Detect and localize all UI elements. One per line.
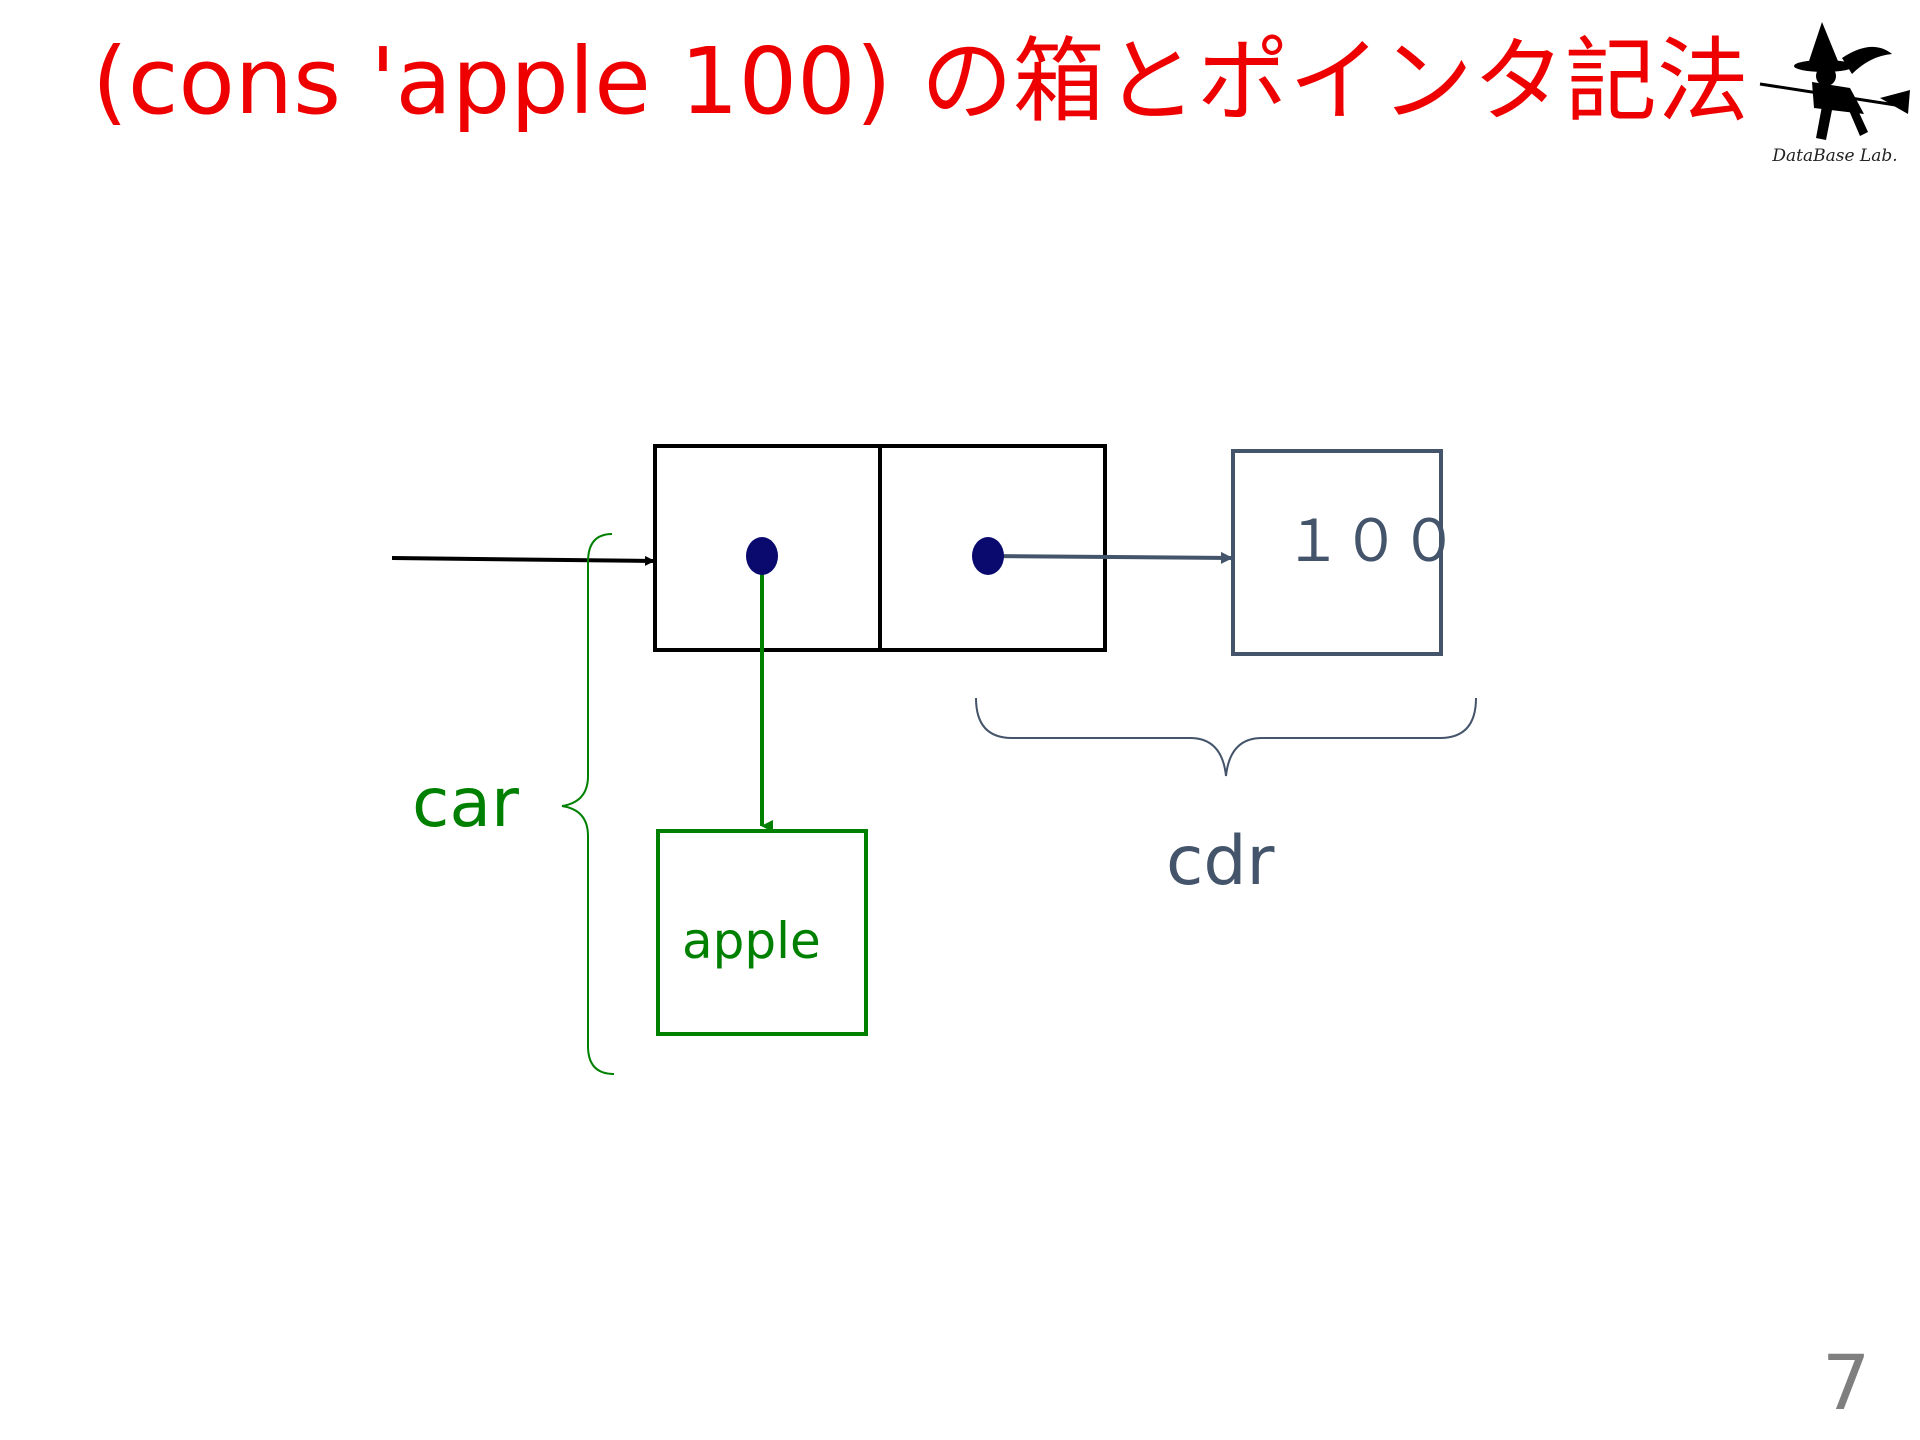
cons-cell: [653, 444, 1107, 652]
entry-pointer-arrow: [391, 555, 655, 566]
slide-title: (cons 'apple 100) の箱とポインタ記法: [92, 28, 1749, 135]
car-atom-value: apple: [682, 912, 821, 970]
logo-caption: DataBase Lab.: [1772, 146, 1898, 166]
cdr-pointer-arrow: [987, 551, 1233, 564]
cdr-pointer-dot: [972, 537, 1004, 575]
cdr-label: cdr: [1166, 822, 1275, 901]
car-brace: [561, 533, 615, 1075]
cdr-slot: [878, 444, 1107, 652]
witch-on-broom-icon: [1759, 22, 1910, 140]
car-label: car: [412, 764, 519, 843]
car-pointer-dot: [746, 537, 778, 575]
cdr-atom-value: １００: [1284, 507, 1458, 575]
cdr-brace: [975, 697, 1477, 777]
page-number: 7: [1822, 1338, 1871, 1427]
cdr-atom-box: [1231, 449, 1443, 656]
car-atom-box: [656, 829, 868, 1036]
